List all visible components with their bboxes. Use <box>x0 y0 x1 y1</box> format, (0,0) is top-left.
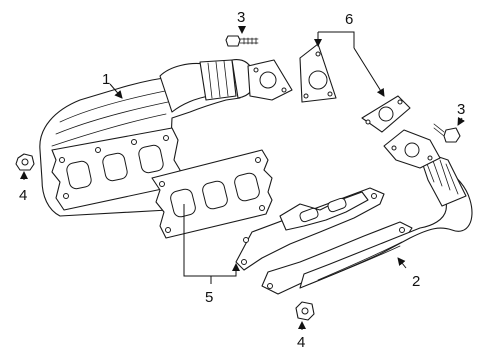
callout-5: 5 <box>205 289 213 306</box>
nut-bottom <box>295 301 315 321</box>
callout-3-right: 3 <box>457 101 465 118</box>
callout-3-top: 3 <box>237 9 245 26</box>
callout-6: 6 <box>345 11 353 28</box>
left-exhaust-manifold <box>39 59 293 217</box>
outlet-gasket-lower <box>361 95 411 133</box>
left-manifold-gasket <box>151 149 273 239</box>
callout-4-bottom: 4 <box>297 334 305 351</box>
bolt-top <box>225 35 259 47</box>
callout-4-left: 4 <box>19 187 27 204</box>
right-exhaust-manifold <box>261 129 473 295</box>
nut-left <box>15 153 35 171</box>
bolt-right <box>433 123 461 143</box>
outlet-gasket-upper <box>299 43 337 103</box>
callout-2: 2 <box>412 273 420 290</box>
leader-lines <box>20 26 465 330</box>
callout-1: 1 <box>102 71 110 88</box>
right-manifold-gasket <box>235 187 385 271</box>
